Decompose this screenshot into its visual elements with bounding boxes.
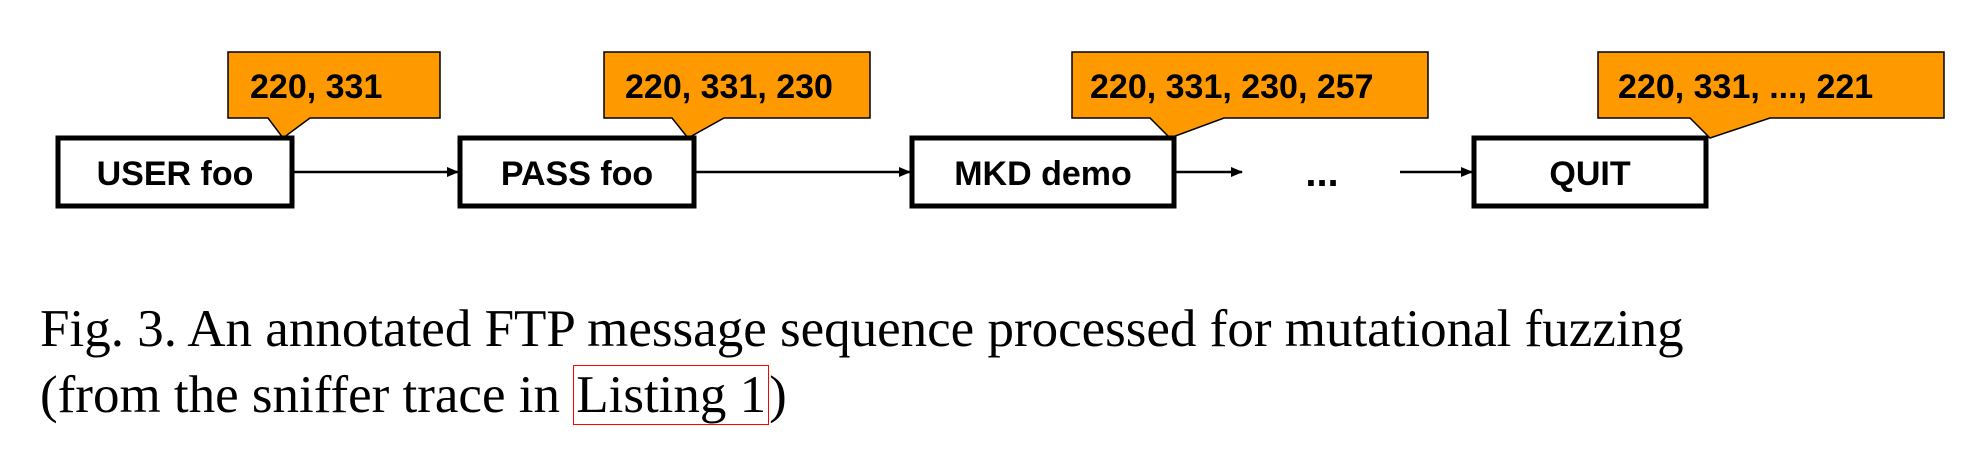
node-box	[1471, 135, 1709, 209]
node-quit: QUIT	[1471, 135, 1709, 209]
node-label: PASS foo	[501, 155, 653, 193]
node-user-foo: USER foo	[55, 135, 295, 209]
ellipsis: ...	[1305, 151, 1338, 195]
node-label: MKD demo	[954, 155, 1132, 193]
caption-line-1: Fig. 3. An annotated FTP message sequenc…	[40, 300, 1684, 358]
node-box	[55, 135, 295, 209]
callout-label: 220, 331, 230	[625, 68, 833, 106]
caption-line-2: (from the sniffer trace in Listing 1)	[40, 362, 1970, 428]
listing-reference-link[interactable]: Listing 1	[573, 365, 770, 425]
figure-caption: Fig. 3. An annotated FTP message sequenc…	[40, 296, 1970, 428]
callout-quit: 220, 331, ..., 221	[1597, 51, 1945, 139]
node-pass-foo: PASS foo	[457, 135, 697, 209]
node-mkd-demo: MKD demo	[909, 135, 1177, 209]
callout-label: 220, 331, ..., 221	[1618, 68, 1873, 106]
callout-mkd-demo: 220, 331, 230, 257	[1071, 51, 1429, 139]
node-label: USER foo	[97, 155, 254, 193]
caption-prefix: (from the sniffer trace in	[40, 366, 574, 424]
callout-pass-foo: 220, 331, 230	[603, 51, 871, 139]
node-box	[457, 135, 697, 209]
callout-shape	[603, 51, 871, 139]
callout-shape	[1597, 51, 1945, 139]
callout-user-foo: 220, 331	[227, 51, 441, 140]
callout-label: 220, 331	[250, 68, 382, 106]
caption-suffix: )	[769, 366, 787, 424]
node-label: QUIT	[1549, 155, 1630, 193]
node-box	[909, 135, 1177, 209]
callout-label: 220, 331, 230, 257	[1090, 68, 1374, 106]
callout-shape	[227, 51, 441, 140]
callout-shape	[1071, 51, 1429, 139]
